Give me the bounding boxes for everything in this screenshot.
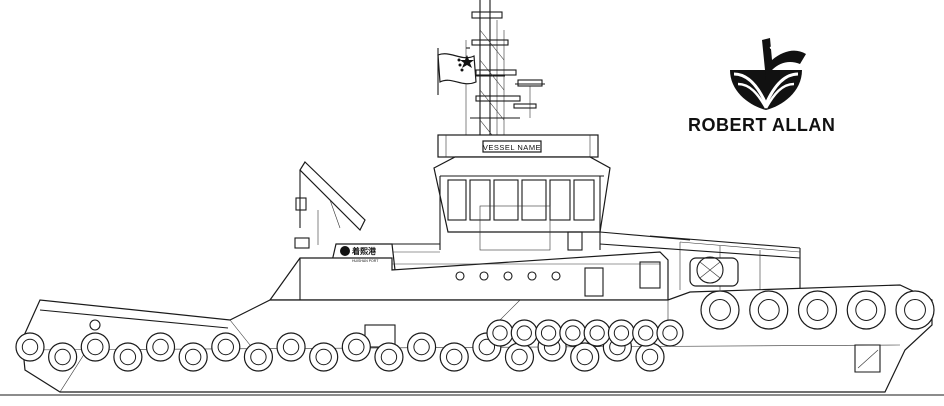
stern-fender-tyre bbox=[895, 290, 935, 330]
robert-allan-logo-icon bbox=[730, 38, 806, 110]
fender-tyre bbox=[15, 332, 45, 362]
fender-tyre bbox=[243, 342, 274, 372]
fender-tyre bbox=[406, 332, 437, 362]
fender-tyre bbox=[48, 342, 78, 372]
winch bbox=[689, 256, 739, 287]
crane-arm bbox=[294, 161, 366, 249]
fender-tyre bbox=[439, 342, 469, 372]
brand-name: ROBERT ALLAN bbox=[688, 115, 836, 135]
stern-fender-tyre bbox=[749, 290, 789, 330]
fender-tyre bbox=[559, 319, 587, 347]
fender-tyre bbox=[80, 332, 110, 362]
wheelhouse bbox=[433, 134, 611, 251]
fender-tyre bbox=[504, 342, 535, 372]
fender-tyre bbox=[341, 332, 371, 362]
funnel-logo: 着熙港 HUISHAN PORT bbox=[340, 246, 379, 263]
stern-fender-tyre bbox=[846, 290, 886, 330]
stern-fender-tyre bbox=[700, 290, 740, 330]
fenders bbox=[15, 290, 935, 372]
funnel-logo-icon bbox=[340, 246, 350, 256]
fender-tyre bbox=[113, 342, 143, 372]
fender-tyre bbox=[374, 342, 404, 372]
stern-fender-tyre bbox=[797, 290, 838, 330]
fender-tyre bbox=[656, 319, 684, 347]
vessel-name-plate: VESSEL NAME bbox=[483, 143, 541, 152]
fender-tyre bbox=[178, 342, 208, 372]
fender-tyre bbox=[211, 332, 241, 362]
fender-tyre bbox=[607, 319, 636, 347]
fender-tyre bbox=[309, 342, 339, 372]
star-icon bbox=[460, 55, 474, 68]
fender-tyre bbox=[145, 332, 176, 362]
fender-tyre bbox=[632, 319, 660, 347]
funnel-logo-subtext: HUISHAN PORT bbox=[352, 259, 379, 263]
fender-tyre bbox=[534, 319, 563, 347]
flag bbox=[437, 48, 477, 95]
fender-tyre bbox=[486, 319, 514, 347]
fender-tyre bbox=[276, 332, 306, 362]
superstructure bbox=[268, 243, 669, 301]
funnel-logo-text: 着熙港 bbox=[351, 246, 377, 256]
fender-tyre bbox=[635, 342, 665, 372]
fender-tyre bbox=[570, 342, 600, 372]
fender-tyre bbox=[510, 319, 538, 347]
fender-tyre bbox=[583, 319, 611, 347]
mast bbox=[455, 0, 545, 160]
